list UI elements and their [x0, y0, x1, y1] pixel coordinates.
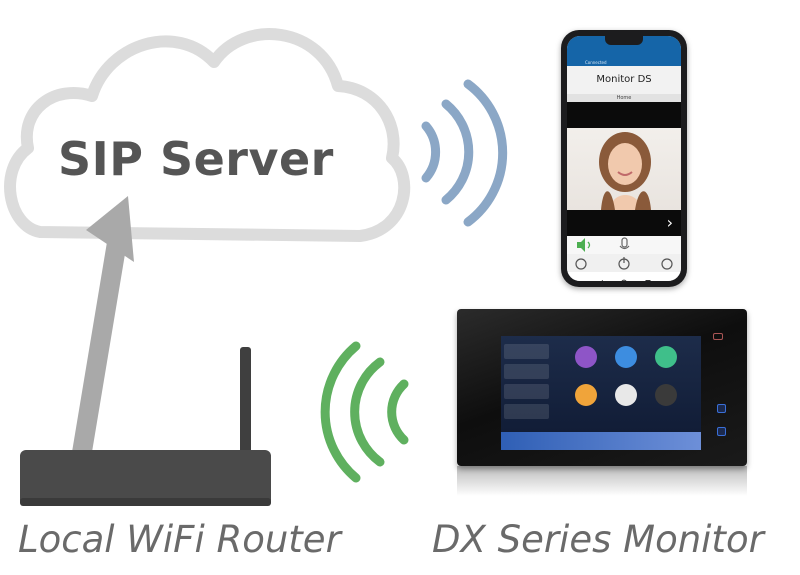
monitor-reflection — [457, 466, 747, 496]
app-tile-icon[interactable] — [575, 346, 597, 368]
cloud-icon — [4, 28, 411, 242]
monitor-screen — [501, 336, 701, 450]
camera-icon — [713, 333, 723, 340]
app-tile-icon[interactable] — [575, 384, 597, 406]
touch-button[interactable] — [717, 404, 726, 413]
speaker-icon[interactable] — [577, 238, 591, 252]
phone-screen: Connected Monitor DS Home › — [567, 36, 681, 281]
app-tile-icon[interactable] — [615, 346, 637, 368]
sip-server-label: SIP Server — [58, 132, 334, 186]
wifi-waves-icon — [320, 341, 409, 483]
router-caption: Local WiFi Router — [18, 518, 341, 561]
panel-row[interactable] — [504, 344, 549, 359]
microphone-icon[interactable] — [619, 237, 630, 250]
unlock-icon[interactable] — [575, 258, 587, 270]
panel-row[interactable] — [504, 404, 549, 419]
app-tile-icon[interactable] — [615, 384, 637, 406]
dx-monitor — [457, 309, 747, 466]
lock-icon[interactable] — [661, 258, 673, 270]
home-icon[interactable] — [621, 279, 627, 281]
monitor-status-bar — [501, 432, 701, 450]
android-nav-bar — [567, 272, 681, 281]
connection-status: Connected — [585, 60, 607, 65]
phone-notch — [605, 36, 643, 45]
video-letterbox-top — [567, 102, 681, 128]
touch-button[interactable] — [717, 427, 726, 436]
router-antenna-icon — [20, 347, 271, 506]
app-title: Monitor DS — [567, 66, 681, 94]
upload-arrow-icon — [72, 196, 134, 452]
video-feed — [567, 128, 681, 210]
panel-row[interactable] — [504, 384, 549, 399]
monitor-side-panel — [504, 342, 549, 428]
recents-icon[interactable] — [645, 280, 651, 282]
video-controls: › — [567, 210, 681, 236]
action-buttons — [567, 254, 681, 272]
tab-home[interactable]: Home — [567, 94, 681, 102]
app-tile-icon[interactable] — [655, 384, 677, 406]
audio-controls — [567, 236, 681, 254]
power-icon[interactable] — [618, 257, 630, 270]
visitor-portrait — [599, 132, 651, 210]
chevron-right-icon[interactable]: › — [666, 213, 673, 232]
app-tile-icon[interactable] — [655, 346, 677, 368]
wifi-waves-icon — [421, 79, 508, 227]
smartphone: Connected Monitor DS Home › — [561, 30, 687, 287]
panel-row[interactable] — [504, 364, 549, 379]
monitor-caption: DX Series Monitor — [432, 518, 764, 561]
back-icon[interactable] — [599, 280, 603, 281]
